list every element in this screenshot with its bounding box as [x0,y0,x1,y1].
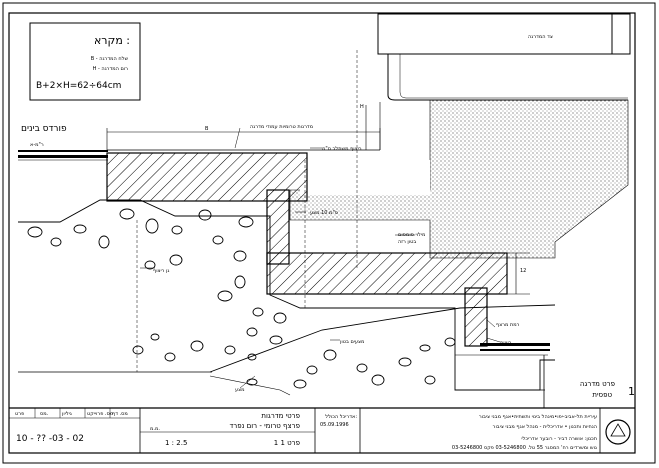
mm-label: מ.מ. [150,426,160,432]
dimension-lines [106,102,530,295]
emblem-inner-icon [610,423,626,437]
detail-number: 1 [628,385,635,398]
drawing-labels: פורדס בינים ר"מ-א מדרגות טרומיות עמודי מ… [21,124,520,393]
col-header-2: מס. פרוייקט [87,411,113,417]
legend-b: B - שלח המדרגה [91,56,129,62]
drawing-subtitle: פרצף טרומי - רום נפרד [229,422,300,430]
legend-h: H - רום המדרגה [93,66,129,72]
slope-line-2 [209,375,291,396]
label-top-right: צד המדרגה [528,34,553,40]
dim-b-label: B [205,126,209,132]
col-header-5: פרט [15,411,24,417]
dept-line: הנחיות ותכנון • אדריכלית - מנהל אגף מבני… [493,424,597,430]
col-header-4: מס. [40,411,49,417]
legend: מקרא : B - שלח המדרגה H - רום המדרגה B+2… [29,22,141,101]
gravel-stones [27,208,456,389]
label-slab: מילוי סומסום [398,232,425,238]
legend-formula: B+2×H=62÷64cm [36,81,121,91]
drawing-title: פרטי מדרגות [261,412,300,420]
slope-line [209,304,556,373]
label-level: ריצוף משתלב ס"מ [322,146,362,152]
architect-label: אדריכל הכולל: [325,414,357,420]
client-line: עיריית תל-אביב-יפו•מינהל בינוי ותשתית•אג… [479,414,597,420]
date-value: 05.09.1996 [320,422,349,428]
label-under-step: ס"מ 10 מצע [310,210,338,216]
label-side: רמת מרצף [496,322,520,328]
legend-box [29,22,141,101]
label-slab2: בטון רזה [398,239,416,245]
dashed-axes [136,50,358,372]
municipality-emblem [605,419,631,445]
paving-layers [18,149,550,356]
drawing-code: 10 - ?? -03 - 02 [16,434,84,444]
label-pardes: פורדס בינים [21,124,67,134]
dotted-fill-zone [289,99,629,259]
dim-12-label: 12 [520,268,526,274]
col-header-3: גיליון [62,411,72,417]
planner-line: תכנון: אושרה דביר - רובער אדריכלי [521,436,597,442]
legend-title: מקרא : [94,34,130,47]
inner-border [8,12,636,454]
detail-subtitle: טפסית [592,391,612,399]
label-leftmost: ר"מ-א [30,142,44,148]
label-stair: מדרגות טרומיות עמודי מדרגה [250,124,313,130]
address-line: גוש ומשרדים רח' המסגר 55 טל. 03-5246800 … [452,445,597,451]
label-leg: גן ריצוף [153,268,169,274]
sheet-value: 1 פרט 1 [274,439,300,447]
label-bottom: מצעים בטון [340,339,364,345]
detail-title: פרט מדרגה [580,380,615,388]
leader-lines [140,127,501,389]
label-bottom-left: מצע [235,387,245,393]
middle-step-slab [266,252,508,295]
curb-structure: צד המדרגה [377,13,631,101]
outer-border [2,2,656,464]
scale-value: 1 : 2.5 [165,439,187,447]
title-block: 1 פרט מדרגה טפסית עיריית תל-אביב-יפו•מינ… [9,355,635,453]
col-header-1: מס. דף [112,411,128,417]
dim-h-label: H [360,104,364,110]
label-right-small: ריצוף [500,340,512,346]
right-leg-block [464,287,488,347]
